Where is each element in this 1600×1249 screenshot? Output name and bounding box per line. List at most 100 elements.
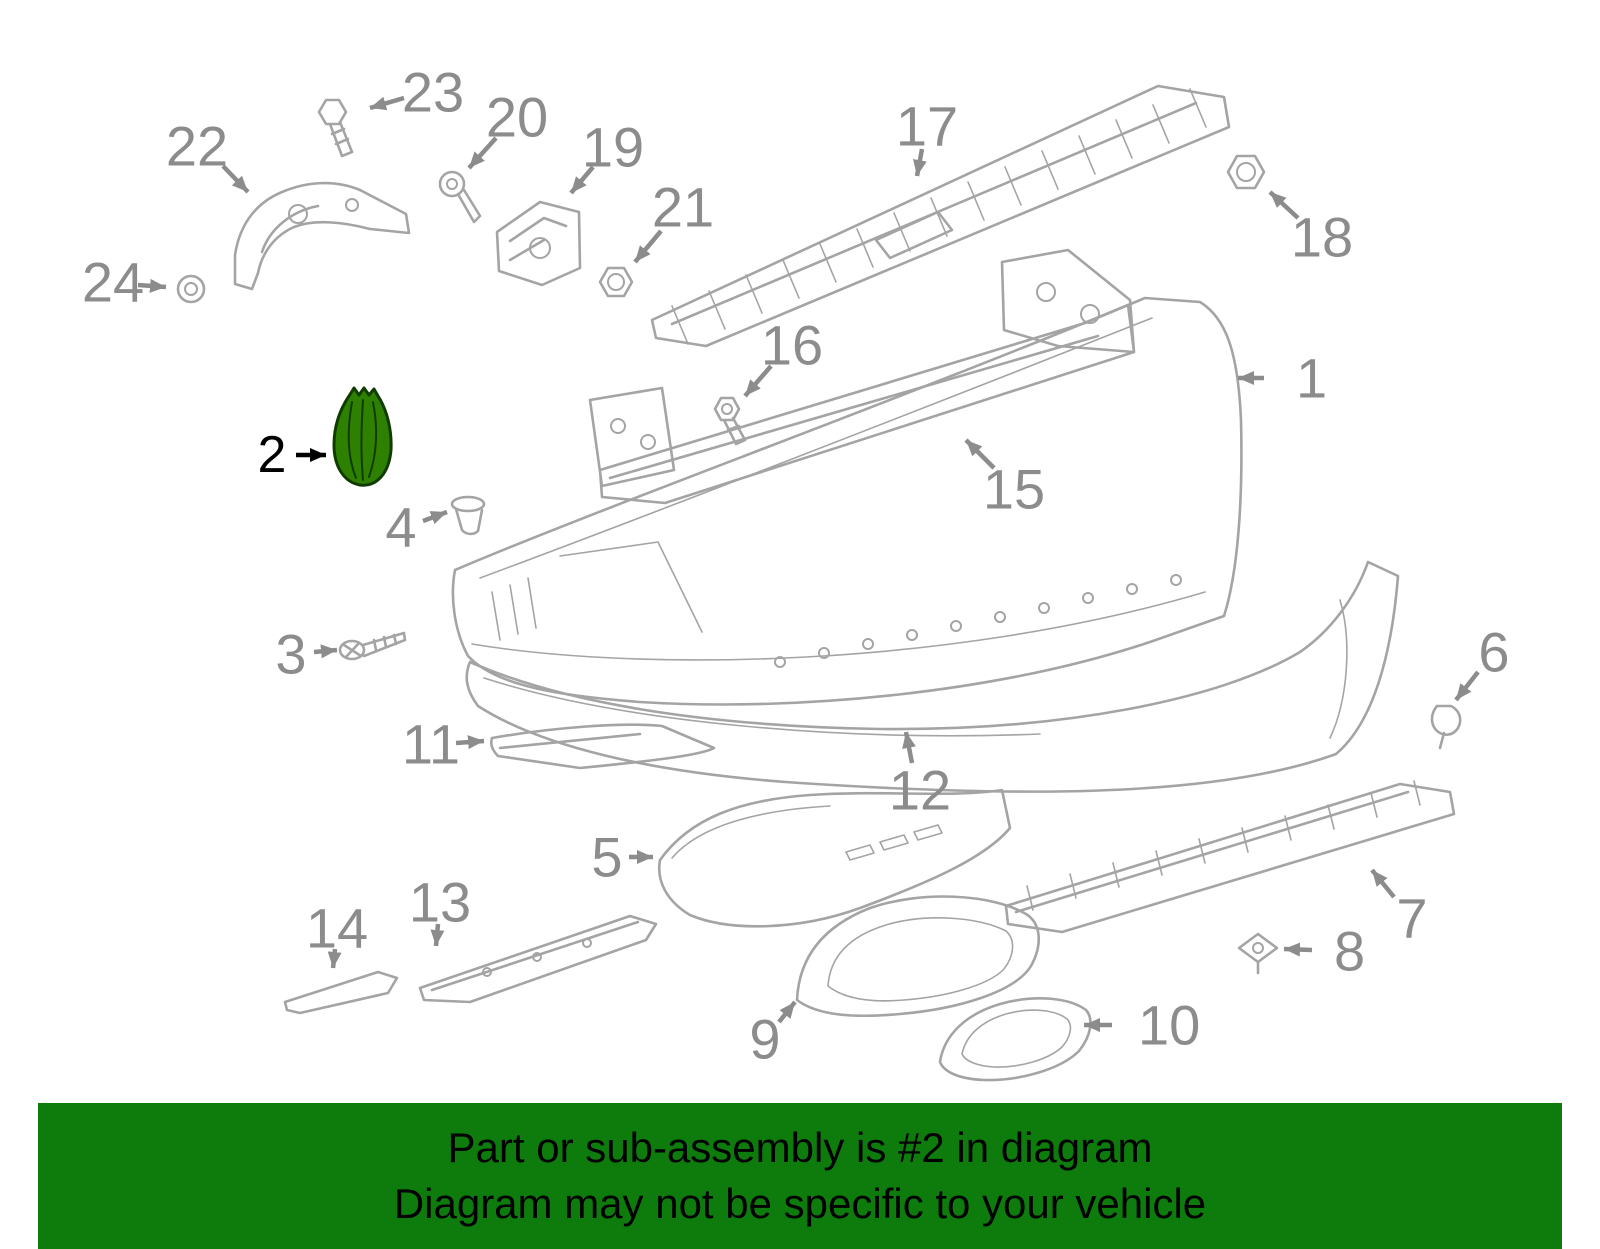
part-21-bore — [607, 273, 625, 291]
part-3-screw — [338, 631, 407, 661]
callout-label-9: 9 — [749, 1008, 780, 1071]
part-24-bore — [184, 282, 198, 296]
callout-label-11: 11 — [402, 713, 460, 776]
hole — [1082, 592, 1094, 604]
callout-label-10: 10 — [1138, 994, 1200, 1057]
callout-label-18: 18 — [1291, 206, 1353, 269]
callout-arrow-19 — [569, 165, 595, 195]
callout-13: 13 — [409, 871, 471, 947]
part-3-head — [338, 639, 366, 661]
callout-23: 23 — [369, 61, 464, 124]
hole — [950, 620, 962, 632]
part-15-hole — [610, 418, 626, 434]
callout-arrow-22 — [221, 164, 250, 194]
part-18-outline — [1226, 154, 1266, 190]
part-5-outline — [657, 788, 1012, 928]
part-23-outline — [317, 98, 354, 158]
part-21-nut — [598, 266, 634, 298]
callout-arrow-12 — [902, 731, 916, 764]
part-7-outline — [1004, 782, 1456, 934]
callout-arrow-20 — [467, 136, 498, 170]
callout-arrow-13 — [430, 923, 445, 947]
callout-label-22: 22 — [166, 115, 228, 178]
callout-5: 5 — [591, 826, 653, 889]
part-12-outline — [465, 560, 1400, 793]
part-15-impact-bar — [588, 248, 1136, 505]
callout-arrow-16 — [743, 364, 773, 398]
part-19-bracket — [495, 200, 582, 287]
banner-line-1: Part or sub-assembly is #2 in diagram — [447, 1124, 1153, 1172]
part-9-inner — [827, 917, 1014, 1002]
hole — [994, 611, 1006, 623]
callout-8: 8 — [1283, 920, 1365, 983]
hole — [1126, 583, 1138, 595]
part-13-hole — [532, 952, 542, 962]
callout-21: 21 — [633, 176, 714, 264]
hole — [1170, 574, 1182, 586]
callout-arrow-6 — [1454, 670, 1480, 702]
part-22-bracket — [233, 181, 411, 291]
part-5-details — [671, 805, 943, 861]
part-17-outline — [650, 84, 1231, 348]
hole — [818, 647, 830, 659]
callout-arrow-15 — [964, 438, 996, 470]
callout-label-12: 12 — [889, 759, 951, 822]
callout-arrow-14 — [327, 948, 342, 969]
part-1-outline — [451, 296, 1243, 706]
callout-label-20: 20 — [486, 86, 548, 149]
part-1-flange-holes — [774, 574, 1182, 668]
part-22-outline — [233, 181, 411, 291]
hole — [906, 629, 918, 641]
part-13-reflector — [418, 914, 658, 1004]
part-2-ribs — [347, 399, 378, 481]
callout-label-3: 3 — [275, 623, 306, 686]
part-19-hole — [529, 237, 551, 259]
part-2-clip-highlighted — [332, 386, 393, 487]
callout-arrow-23 — [369, 95, 405, 111]
part-12-lower-bumper-section — [465, 560, 1400, 793]
callout-label-17: 17 — [896, 95, 958, 158]
callout-arrow-21 — [633, 229, 663, 264]
hole — [1038, 602, 1050, 614]
part-12-contours — [483, 599, 1348, 739]
callout-10: 10 — [1084, 994, 1200, 1057]
part-19-outline — [495, 200, 582, 287]
part-15-hole — [640, 434, 656, 450]
callout-label-19: 19 — [582, 116, 644, 179]
callout-arrow-17 — [913, 148, 927, 177]
callout-label-21: 21 — [652, 176, 714, 239]
callout-label-13: 13 — [409, 871, 471, 934]
part-1-contours — [471, 317, 1206, 661]
callout-arrow-24 — [137, 278, 167, 293]
part-20-shaft — [456, 188, 482, 224]
callout-arrow-3 — [313, 644, 338, 659]
part-1-bumper-cover — [451, 296, 1243, 706]
part-10-inner — [961, 1009, 1072, 1068]
part-8-bore — [1252, 942, 1264, 954]
part-20-head — [438, 170, 466, 198]
part-23-bolt — [317, 98, 354, 158]
callout-label-2: 2 — [258, 426, 287, 484]
callout-label-24: 24 — [82, 251, 144, 314]
part-15-outline — [588, 248, 1136, 505]
callout-label-4: 4 — [385, 496, 416, 559]
callout-2-highlighted: 2 — [258, 426, 326, 484]
part-13-hole — [582, 938, 592, 948]
part-22-hole — [345, 198, 359, 212]
callout-19: 19 — [569, 116, 644, 195]
part-20-screw — [438, 170, 482, 224]
banner-line-2: Diagram may not be specific to your vehi… — [393, 1180, 1207, 1227]
part-17-energy-absorber — [650, 84, 1231, 348]
part-15-hole — [1036, 282, 1056, 302]
part-3-shaft — [342, 631, 407, 659]
callout-7: 7 — [1370, 868, 1428, 950]
callout-24: 24 — [82, 251, 167, 314]
callout-arrow-9 — [777, 1000, 797, 1024]
callout-22: 22 — [166, 115, 250, 194]
callout-1: 1 — [1238, 347, 1327, 410]
part-15-hole — [1080, 304, 1100, 324]
part-18-bore — [1236, 162, 1256, 182]
part-10-exhaust-trim — [938, 997, 1092, 1082]
part-9-outline — [795, 895, 1040, 1018]
